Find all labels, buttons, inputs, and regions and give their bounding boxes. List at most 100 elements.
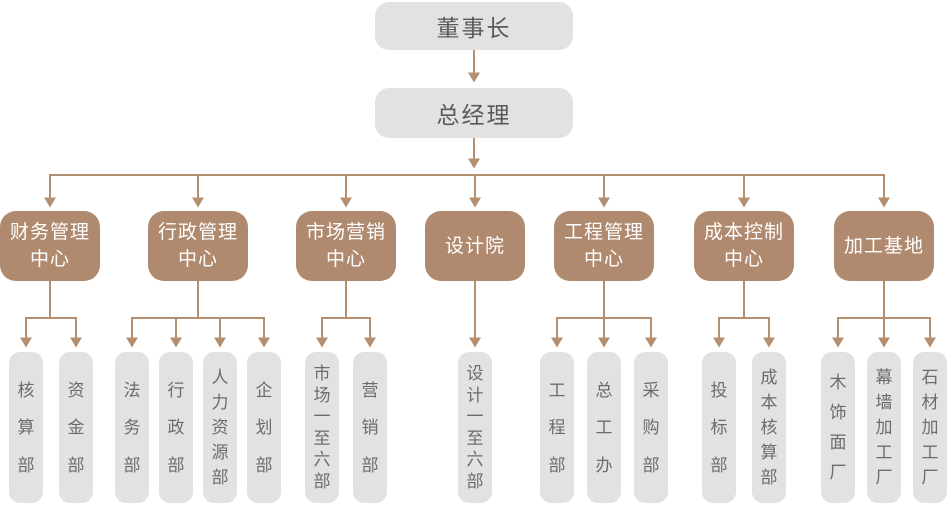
vertical-char: 程 [548, 418, 566, 437]
vertical-char: 至 [466, 428, 484, 448]
vertical-char: 企 [255, 380, 273, 400]
node-processing-base: 加工基地 [834, 211, 934, 281]
node-factory-curtain-wall: 幕墙加工厂 [867, 352, 901, 503]
node-label: 设计院 [444, 235, 505, 257]
vertical-char: 木 [829, 373, 847, 392]
vertical-char: 购 [642, 418, 660, 437]
vertical-char: 饰 [829, 403, 847, 422]
vertical-char: 标 [710, 418, 728, 437]
node-label: 加工基地 [843, 235, 924, 257]
vertical-char: 面 [829, 433, 847, 452]
vertical-char: 一 [466, 407, 484, 427]
vertical-char: 石 [921, 368, 939, 387]
vertical-char: 厂 [921, 468, 939, 487]
vertical-char: 营 [361, 380, 379, 400]
vertical-char: 材 [921, 393, 939, 412]
node-dept-chief-engineer: 总工办 [587, 352, 621, 503]
node-dept-market-1-6: 市场一至六部 [305, 352, 339, 503]
vertical-char: 部 [313, 471, 331, 491]
vertical-char: 本 [760, 393, 778, 412]
vertical-char: 计 [466, 385, 484, 405]
node-label: 行政管理 中心 [157, 222, 238, 270]
connector-level3 [20, 281, 936, 348]
vertical-char: 部 [67, 455, 85, 475]
vertical-char: 六 [466, 450, 484, 470]
node-label: 成本控制 中心 [703, 222, 784, 270]
node-dept-procurement: 采购部 [634, 352, 668, 503]
vertical-char: 工 [875, 443, 893, 462]
vertical-char: 厂 [875, 468, 893, 487]
node-factory-wood-veneer: 木饰面厂 [821, 352, 855, 503]
vertical-char: 部 [548, 455, 566, 475]
vertical-char: 核 [760, 418, 778, 437]
vertical-char: 金 [67, 418, 85, 437]
vertical-char: 一 [313, 407, 331, 427]
vertical-char: 加 [875, 418, 893, 437]
vertical-char: 厂 [829, 463, 847, 482]
node-dept-administration: 行政部 [159, 352, 193, 503]
node-dept-engineering: 工程部 [540, 352, 574, 503]
vertical-char: 部 [361, 455, 379, 475]
vertical-char: 算 [17, 418, 35, 437]
vertical-char: 划 [255, 418, 273, 437]
vertical-char: 办 [595, 455, 613, 475]
vertical-char: 六 [313, 450, 331, 470]
vertical-char: 部 [642, 455, 660, 475]
node-chairman: 董事长 [375, 2, 573, 50]
vertical-char: 核 [17, 380, 35, 400]
vertical-char: 工 [595, 418, 613, 437]
node-dept-funds: 资金部 [59, 352, 93, 503]
node-dept-planning: 企划部 [247, 352, 281, 503]
vertical-char: 源 [211, 443, 229, 462]
node-design-institute: 设计院 [425, 211, 525, 281]
node-dept-accounting: 核算部 [9, 352, 43, 503]
node-dept-cost-accounting: 成本核算部 [752, 352, 786, 503]
node-label: 财务管理 中心 [9, 222, 90, 270]
vertical-char: 行 [167, 380, 185, 400]
vertical-char: 务 [123, 418, 141, 437]
node-general-manager-label: 总经理 [436, 102, 512, 128]
vertical-char: 销 [361, 418, 379, 437]
vertical-char: 资 [211, 418, 229, 437]
vertical-char: 算 [760, 443, 778, 462]
node-general-manager: 总经理 [375, 88, 573, 138]
vertical-char: 采 [642, 380, 660, 400]
vertical-char: 幕 [875, 368, 893, 387]
connector-level2 [44, 138, 890, 208]
vertical-char: 工 [921, 443, 939, 462]
node-label: 工程管理 中心 [563, 222, 644, 270]
vertical-char: 墙 [875, 393, 893, 412]
vertical-char: 部 [17, 455, 35, 475]
node-admin-center: 行政管理 中心 [148, 211, 248, 281]
node-chairman-label: 董事长 [436, 15, 512, 41]
vertical-char: 部 [123, 455, 141, 475]
vertical-char: 场 [313, 385, 331, 405]
node-dept-sales: 营销部 [353, 352, 387, 503]
vertical-char: 部 [211, 468, 229, 487]
vertical-char: 部 [167, 455, 185, 475]
vertical-char: 加 [921, 418, 939, 437]
node-finance-center: 财务管理 中心 [0, 211, 100, 281]
vertical-char: 投 [710, 380, 728, 400]
node-marketing-center: 市场营销 中心 [296, 211, 396, 281]
vertical-char: 政 [167, 418, 185, 437]
node-engineering-center: 工程管理 中心 [554, 211, 654, 281]
vertical-char: 部 [466, 471, 484, 491]
vertical-char: 人 [211, 368, 229, 387]
vertical-char: 法 [123, 380, 141, 400]
vertical-char: 成 [760, 368, 778, 387]
vertical-char: 设 [466, 364, 484, 384]
node-label: 市场营销 中心 [305, 222, 386, 270]
vertical-char: 力 [211, 393, 229, 412]
node-dept-design-1-6: 设计一至六部 [458, 352, 492, 503]
node-factory-stone: 石材加工厂 [913, 352, 947, 503]
vertical-char: 至 [313, 428, 331, 448]
vertical-char: 部 [760, 468, 778, 487]
vertical-char: 资 [67, 380, 85, 400]
node-dept-bidding: 投标部 [702, 352, 736, 503]
vertical-char: 部 [710, 455, 728, 475]
vertical-char: 工 [548, 380, 566, 400]
node-dept-legal: 法务部 [115, 352, 149, 503]
